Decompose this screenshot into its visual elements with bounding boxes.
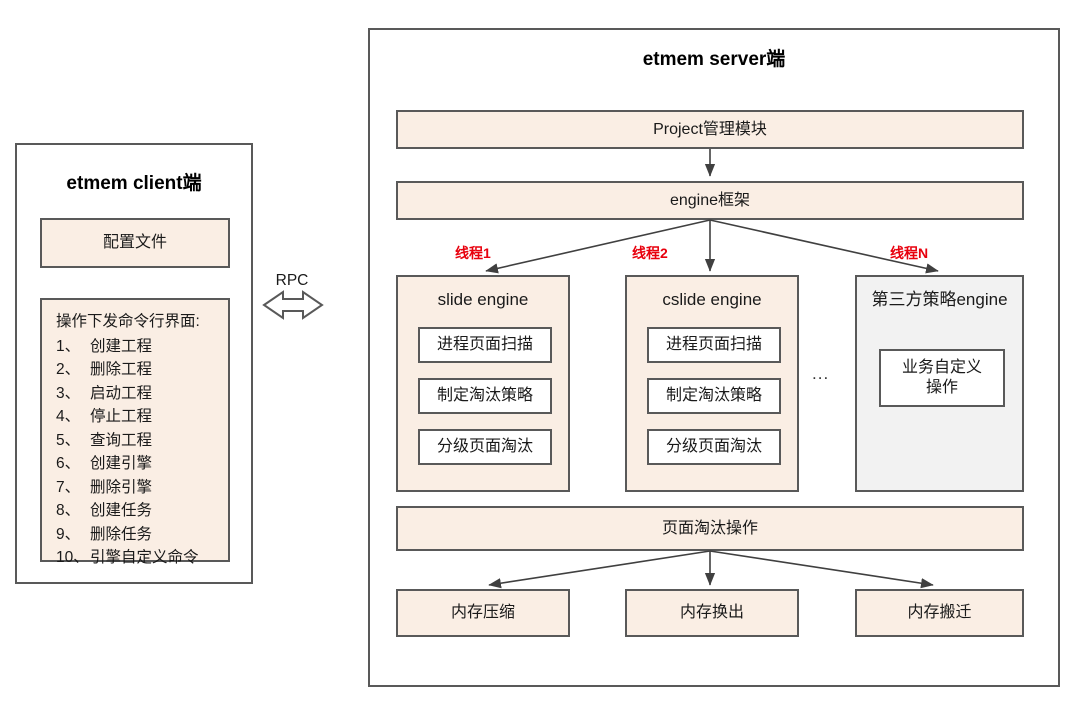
thread-label-1: 线程1	[455, 245, 491, 261]
page-eviction-box: 页面淘汰操作	[396, 506, 1024, 551]
command-items: 1、创建工程 2、删除工程 3、启动工程 4、停止工程 5、查询工程 6、创建引…	[56, 335, 228, 570]
command-number: 2、	[56, 361, 81, 379]
command-number: 7、	[56, 478, 81, 496]
engine-item-box: 分级页面淘汰	[647, 429, 781, 465]
command-label: 创建任务	[90, 502, 153, 520]
command-label: 停止工程	[90, 408, 153, 426]
list-item: 4、停止工程	[56, 405, 228, 429]
engine-box-third-party: 第三方策略engine 业务自定义 操作	[855, 275, 1024, 492]
command-label: 删除引擎	[90, 478, 153, 496]
command-number: 6、	[56, 455, 81, 473]
engine-title: slide engine	[437, 290, 529, 309]
command-number: 1、	[56, 337, 81, 355]
command-label: 引擎自定义命令	[90, 549, 199, 567]
engines-ellipsis: ...	[812, 364, 830, 383]
rpc-double-arrow	[262, 290, 324, 320]
engine-box-cslide: cslide engine 进程页面扫描 制定淘汰策略 分级页面淘汰	[625, 275, 799, 492]
engine-item-box: 制定淘汰策略	[418, 378, 552, 414]
client-title: etmem client端	[66, 173, 202, 194]
list-item: 3、启动工程	[56, 382, 228, 406]
command-label: 删除工程	[90, 361, 153, 379]
project-module-box: Project管理模块	[396, 110, 1024, 149]
list-item: 9、删除任务	[56, 523, 228, 547]
list-item: 5、查询工程	[56, 429, 228, 453]
command-label: 删除任务	[90, 525, 153, 543]
list-item: 7、删除引擎	[56, 476, 228, 500]
command-number: 5、	[56, 431, 81, 449]
operation-box-migrate: 内存搬迁	[855, 589, 1024, 637]
command-number: 4、	[56, 408, 81, 426]
server-title: etmem server端	[642, 49, 786, 70]
list-item: 6、创建引擎	[56, 452, 228, 476]
command-label: 查询工程	[90, 431, 153, 449]
operation-box-compress: 内存压缩	[396, 589, 570, 637]
command-list-header: 操作下发命令行界面:	[56, 313, 200, 330]
engine-title: 第三方策略engine	[871, 290, 1008, 309]
rpc-label: RPC	[275, 272, 309, 289]
engine-framework-box: engine框架	[396, 181, 1024, 220]
engine-title: cslide engine	[662, 290, 762, 309]
list-item: 1、创建工程	[56, 335, 228, 359]
list-item: 2、删除工程	[56, 358, 228, 382]
engine-item-box: 进程页面扫描	[647, 327, 781, 363]
list-item: 8、创建任务	[56, 499, 228, 523]
thread-label-n: 线程N	[890, 245, 929, 261]
client-command-list: 操作下发命令行界面: 1、创建工程 2、删除工程 3、启动工程 4、停止工程 5…	[40, 298, 230, 566]
command-number: 9、	[56, 525, 81, 543]
command-number: 3、	[56, 384, 81, 402]
command-label: 启动工程	[90, 384, 153, 402]
command-number: 8、	[56, 502, 81, 520]
command-number: 10、	[56, 549, 89, 567]
config-file-box: 配置文件	[40, 218, 230, 268]
engine-item-box: 制定淘汰策略	[647, 378, 781, 414]
command-label: 创建引擎	[90, 455, 153, 473]
thread-label-2: 线程2	[632, 245, 668, 261]
engine-item-box: 分级页面淘汰	[418, 429, 552, 465]
operation-box-swapout: 内存换出	[625, 589, 799, 637]
engine-item-box: 进程页面扫描	[418, 327, 552, 363]
engine-box-slide: slide engine 进程页面扫描 制定淘汰策略 分级页面淘汰	[396, 275, 570, 492]
command-label: 创建工程	[90, 337, 153, 355]
engine-item-box: 业务自定义 操作	[879, 349, 1005, 407]
list-item: 10、引擎自定义命令	[56, 546, 228, 570]
